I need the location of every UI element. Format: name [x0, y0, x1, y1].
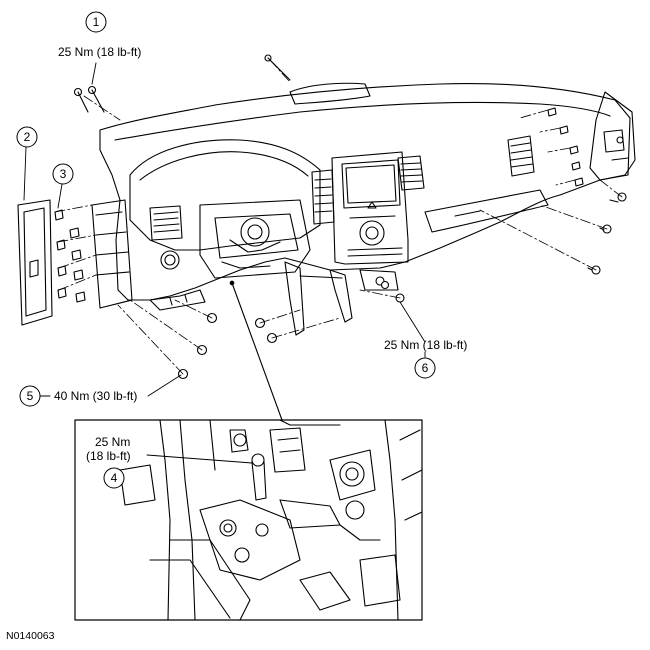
callout-5-number: 5 [27, 389, 34, 403]
instrument-panel-outline [99, 82, 631, 301]
right-side-fasteners [547, 107, 627, 275]
center-vent-right [397, 155, 425, 191]
callout-4-torque-line1: 25 Nm [95, 435, 130, 449]
assembly-lines [54, 59, 623, 375]
callout-6-number: 6 [422, 361, 429, 375]
right-end-bracket [589, 91, 636, 181]
center-stack [331, 151, 409, 265]
callout-1: 1 25 Nm (18 lb-ft) [58, 11, 141, 59]
callout-6: 25 Nm (18 lb-ft) 6 [384, 338, 467, 379]
steering-column-opening [199, 199, 311, 279]
callout-3: 3 [52, 163, 74, 185]
callout-4-number: 4 [111, 471, 118, 485]
headlamp-switch [160, 250, 180, 270]
callout-2-number: 2 [24, 130, 31, 144]
lower-bolts [177, 280, 405, 380]
callout-5-torque: 40 Nm (30 lb-ft) [54, 389, 137, 403]
callout-4-torque-line2: (18 lb-ft) [86, 449, 131, 463]
callout-leaders [23, 62, 426, 464]
left-vent [149, 205, 183, 241]
detail-leader-line [231, 282, 283, 421]
callout-4: 25 Nm (18 lb-ft) 4 [86, 435, 131, 489]
glove-box [424, 189, 549, 233]
callout-1-number: 1 [93, 15, 100, 29]
left-side-fasteners [54, 209, 86, 303]
defroster-opening [289, 82, 371, 105]
top-bolt [264, 54, 291, 81]
detail-bolt [251, 461, 267, 501]
callout-5: 5 40 Nm (30 lb-ft) [19, 385, 137, 407]
cluster-hood [129, 139, 321, 251]
callout-1-torque: 25 Nm (18 lb-ft) [58, 45, 141, 59]
center-vent-left [311, 169, 335, 225]
detail-inset-contents [119, 419, 423, 621]
detail-inset-frame [74, 419, 423, 621]
figure-id: N0140063 [6, 630, 55, 642]
left-end-cap [17, 199, 53, 326]
callout-2: 2 [16, 126, 38, 148]
callout-3-number: 3 [60, 167, 67, 181]
right-vent [507, 135, 535, 177]
center-support-bracket [284, 261, 353, 336]
callout-6-torque: 25 Nm (18 lb-ft) [384, 338, 467, 352]
